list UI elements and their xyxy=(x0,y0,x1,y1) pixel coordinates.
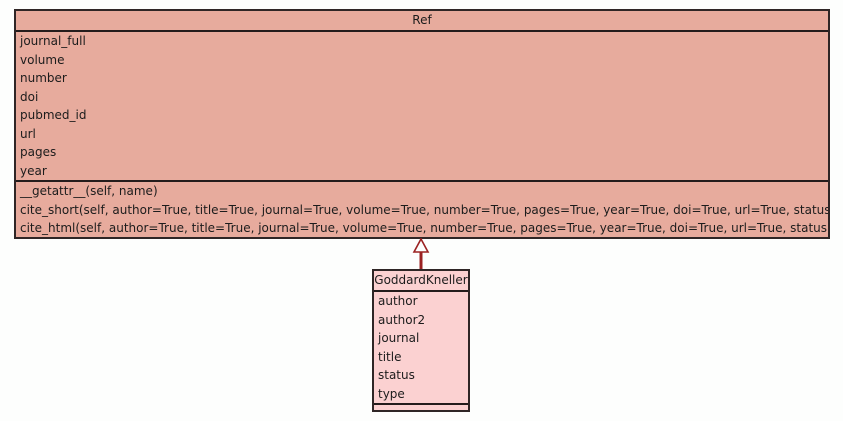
attribute-type: type xyxy=(378,386,405,401)
class-goddardkneller-methods-empty xyxy=(374,403,468,412)
class-ref-attributes: journal_full volume number doi pubmed_id… xyxy=(16,32,828,180)
attribute-pubmed-id: pubmed_id xyxy=(20,108,87,122)
method-cite-html: cite_html(self, author=True, title=True,… xyxy=(20,221,828,235)
class-ref-methods: __getattr__(self, name) cite_short(self,… xyxy=(16,180,828,238)
attribute-url: url xyxy=(20,126,36,141)
method-cite-short: cite_short(self, author=True, title=True… xyxy=(20,202,828,217)
class-node-ref: Ref journal_full volume number doi pubme… xyxy=(14,9,830,239)
attribute-volume: volume xyxy=(20,52,65,67)
attribute-journal-full: journal_full xyxy=(20,34,86,48)
attribute-doi: doi xyxy=(20,89,39,104)
class-goddardkneller-attributes: author author2 journal title status type xyxy=(374,292,468,403)
attribute-status: status xyxy=(378,368,415,382)
method-getattr: __getattr__(self, name) xyxy=(20,184,158,198)
class-node-goddardkneller: GoddardKneller author author2 journal ti… xyxy=(372,269,470,412)
attribute-journal: journal xyxy=(378,331,420,345)
attribute-number: number xyxy=(20,71,67,85)
inheritance-arrow-icon xyxy=(412,238,430,270)
class-goddardkneller-name: GoddardKneller xyxy=(374,271,468,292)
attribute-author2: author2 xyxy=(378,312,426,327)
attribute-author: author xyxy=(378,294,418,308)
class-ref-name: Ref xyxy=(16,11,828,32)
attribute-year: year xyxy=(20,163,47,178)
attribute-title: title xyxy=(378,349,402,364)
attribute-pages: pages xyxy=(20,145,57,159)
